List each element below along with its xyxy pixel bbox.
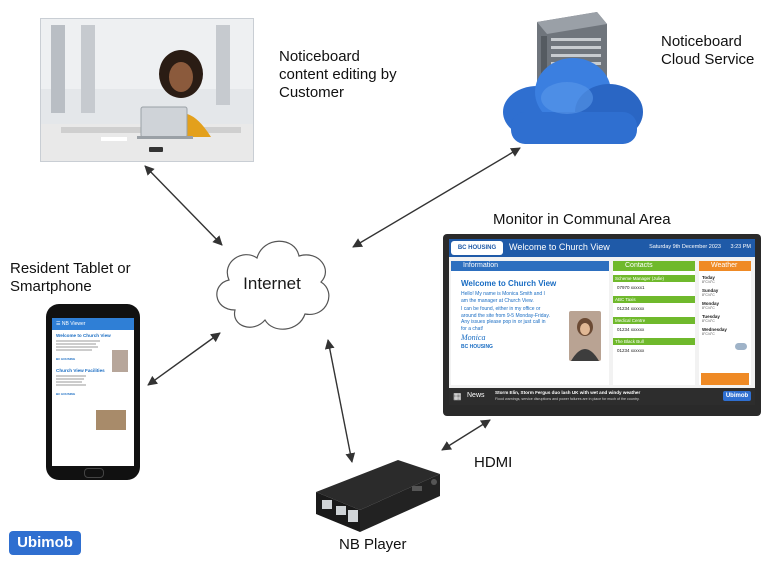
phone-heading-welcome: Welcome to Church View — [56, 333, 111, 338]
customer-photo — [40, 18, 254, 162]
weather-footer-badge — [701, 373, 749, 385]
cloud-service-graphic — [497, 12, 647, 152]
rain-cloud-icon — [735, 343, 747, 350]
news-subtext: Flood warnings, service disruptions and … — [495, 397, 640, 401]
monitor-screen: BC HOUSING Welcome to Church View Saturd… — [449, 239, 755, 405]
internet-cloud: Internet — [207, 222, 337, 342]
arrow-phone-internet — [147, 332, 221, 386]
phone-text-block — [52, 340, 134, 351]
weather-day: Tuesday 8°C/4°C — [702, 314, 720, 323]
phone-facility-photo — [96, 410, 126, 430]
arrow-player-monitor — [441, 419, 491, 451]
player-label: NB Player — [339, 536, 407, 553]
internet-label: Internet — [243, 274, 301, 293]
phone-screen: ☰ NB Viewer Welcome to Church View BC HO… — [52, 318, 134, 466]
contacts-panel: Contacts Scheme Manager (Julie) 07970 xx… — [613, 261, 695, 385]
smartphone: ☰ NB Viewer Welcome to Church View BC HO… — [46, 304, 140, 480]
arrow-player-internet — [324, 339, 356, 463]
phone-logo-1: BC HOUSING — [56, 357, 76, 361]
arrow-cloud-internet — [352, 147, 521, 248]
news-brand-badge: Ubimob — [723, 391, 751, 401]
hdmi-label: HDMI — [474, 454, 513, 471]
info-text-2: I can be found, either in my office or a… — [461, 306, 550, 332]
resident-label: Resident Tablet or Smartphone — [10, 260, 131, 295]
news-headline: Storm Elin, Storm Fergus duo lash UK wit… — [495, 390, 641, 395]
communal-monitor: BC HOUSING Welcome to Church View Saturd… — [443, 234, 761, 416]
information-panel: Information Welcome to Church View Hello… — [451, 261, 609, 385]
info-signature: Monica — [461, 333, 486, 342]
monitor-time: 3:23 PM — [730, 244, 751, 250]
weather-panel: Weather Today 8°C/4°C Sunday 8°C/4°C Mon… — [699, 261, 751, 385]
contact-item: ABC Taxis 01234 xxxxxx — [613, 296, 695, 314]
monitor-date: Saturday 9th December 2023 — [649, 244, 721, 250]
contacts-header: Contacts — [613, 261, 695, 271]
phone-manager-photo — [112, 350, 128, 372]
contact-item: The Black Bull 01234 xxxxxx — [613, 338, 695, 356]
nb-player-device — [312, 454, 444, 534]
phone-logo-2: BC HOUSING — [56, 392, 76, 396]
weather-day: Today 8°C/4°C — [702, 275, 715, 284]
phone-facility-list — [52, 375, 134, 386]
menu-icon: ☰ — [56, 321, 62, 327]
weather-day: Wednesday 8°C/4°C — [702, 327, 727, 336]
information-header: Information — [451, 261, 609, 271]
weather-day: Monday 8°C/4°C — [702, 301, 720, 310]
contact-item: Scheme Manager (Julie) 07970 xxxxx1 — [613, 275, 695, 293]
manager-photo — [569, 311, 601, 361]
news-icon: ▦ — [453, 391, 462, 401]
ubimob-logo: Ubimob — [9, 531, 81, 555]
arrow-customer-internet — [144, 165, 223, 246]
phone-heading-facilities: Church View Facilities — [56, 368, 105, 373]
phone-app-title: NB Viewer — [61, 321, 86, 327]
contact-item: Medical Centre 01234 xxxxxx — [613, 317, 695, 335]
weather-header: Weather — [699, 261, 751, 271]
monitor-label: Monitor in Communal Area — [493, 211, 671, 228]
weather-day: Sunday 8°C/4°C — [702, 288, 719, 297]
monitor-title: Welcome to Church View — [509, 242, 610, 252]
news-label: News — [467, 392, 485, 399]
info-text-1: Hello! My name is Monica Smith and I am … — [461, 291, 545, 304]
phone-home-button — [84, 468, 104, 478]
monitor-top-bar: BC HOUSING Welcome to Church View Saturd… — [449, 239, 755, 257]
cloud-service-label: Noticeboard Cloud Service — [661, 33, 755, 68]
phone-app-bar: ☰ NB Viewer — [52, 318, 134, 330]
info-logo: BC HOUSING — [461, 344, 493, 350]
info-heading: Welcome to Church View — [461, 279, 557, 288]
news-ticker: ▦ News Storm Elin, Storm Fergus duo lash… — [449, 388, 755, 405]
monitor-logo: BC HOUSING — [451, 241, 503, 255]
customer-label: Noticeboard content editing by Customer — [279, 48, 397, 101]
